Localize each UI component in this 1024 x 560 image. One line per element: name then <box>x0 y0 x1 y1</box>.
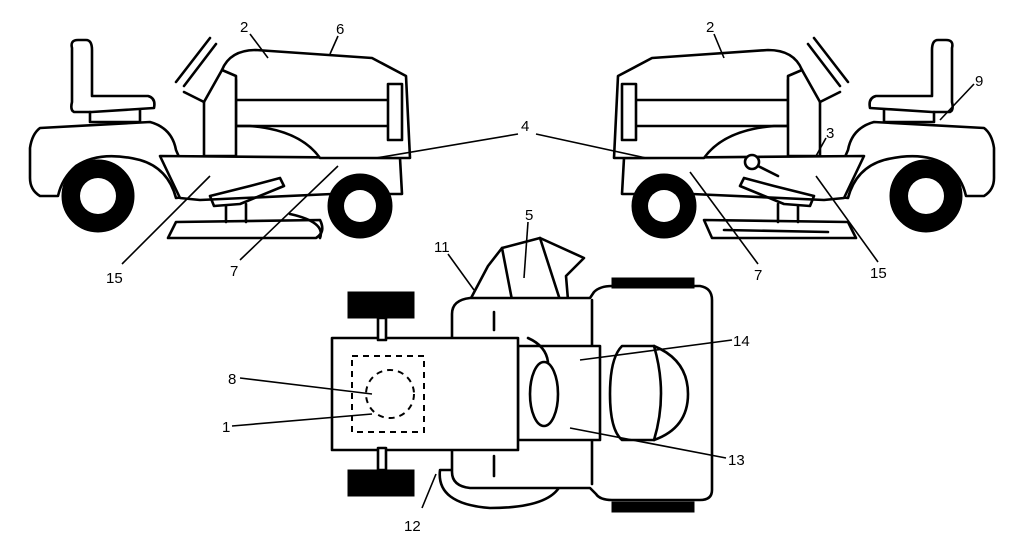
mower-deck-right <box>702 218 858 240</box>
front-tire-bottom <box>347 469 415 497</box>
rear-fender-right <box>826 120 996 200</box>
engine-outline-dashed <box>351 355 425 433</box>
callout-right-15: 15 <box>870 265 887 282</box>
discharge-chute <box>468 236 586 302</box>
seat-right <box>868 38 954 114</box>
callout-top-11: 11 <box>434 239 450 256</box>
callout-top-14: 14 <box>733 333 750 350</box>
callout-labels: 2 6 4 15 7 2 9 3 7 15 5 11 14 8 1 13 12 <box>106 19 983 535</box>
callout-right-2: 2 <box>706 19 714 36</box>
ignition-knob-right <box>743 153 761 171</box>
front-tire-top <box>347 291 415 319</box>
rear-tire-bottom <box>611 501 695 513</box>
seat-top <box>608 344 690 442</box>
leader-lines <box>121 33 975 509</box>
callout-left-6: 6 <box>336 21 344 38</box>
hood-right <box>612 48 804 160</box>
callout-top-1: 1 <box>222 419 230 436</box>
steering-wheel-left <box>174 36 212 84</box>
callout-top-5: 5 <box>525 207 533 224</box>
hood-left <box>220 48 412 160</box>
callout-top-12: 12 <box>404 518 421 535</box>
seat-left <box>70 38 156 114</box>
tractor-right-side-view <box>612 36 996 240</box>
callout-right-9: 9 <box>975 73 983 90</box>
steering-wheel-top <box>528 360 560 428</box>
rear-tire-top <box>611 277 695 289</box>
callout-top-8: 8 <box>228 371 236 388</box>
callout-right-7: 7 <box>754 267 762 284</box>
callout-4: 4 <box>521 118 529 135</box>
callout-top-13: 13 <box>728 452 745 469</box>
tractor-top-view <box>330 236 714 513</box>
tractor-left-side-view <box>28 36 412 240</box>
rear-fender-left <box>28 120 198 200</box>
callout-left-7: 7 <box>230 263 238 280</box>
callout-left-2: 2 <box>240 19 248 36</box>
steering-wheel-right <box>812 36 850 84</box>
callout-right-3: 3 <box>826 125 834 142</box>
callout-left-15: 15 <box>106 270 123 287</box>
fuel-cap-dashed <box>365 369 415 419</box>
